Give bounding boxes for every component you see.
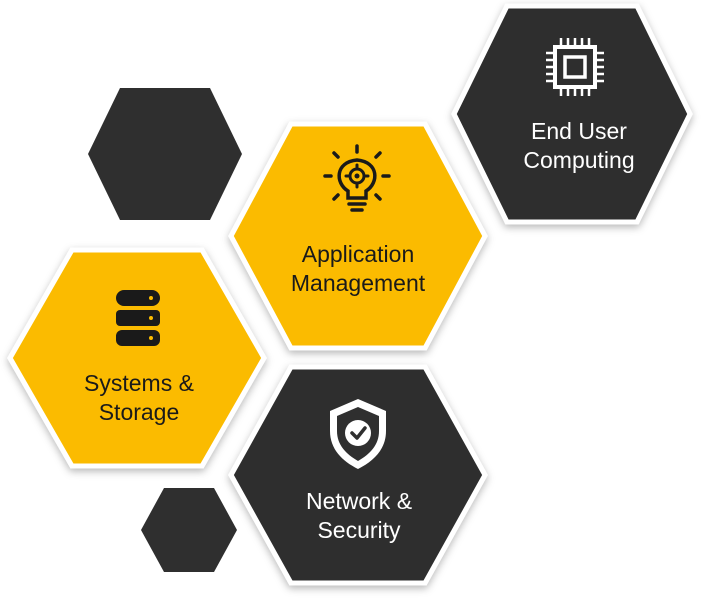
label-network-security: Network & Security	[305, 488, 413, 543]
shield-check-icon	[330, 399, 386, 469]
label-end-user-computing: End User Computing	[523, 118, 635, 173]
hexagon-end-user-computing	[451, 3, 693, 225]
lightbulb-gear-icon	[323, 144, 391, 212]
hexagon-decor-top	[88, 88, 242, 220]
hexagon-network-security	[228, 364, 488, 586]
hexagon-systems-storage	[7, 247, 267, 469]
label-systems-storage: Systems & Storage	[84, 370, 194, 425]
cpu-chip-icon	[546, 38, 604, 96]
hexagon-decor-bottom	[141, 488, 237, 572]
database-icon	[116, 290, 160, 346]
label-application-management: Application Management	[290, 241, 426, 296]
hexagon-application-management	[228, 121, 488, 351]
